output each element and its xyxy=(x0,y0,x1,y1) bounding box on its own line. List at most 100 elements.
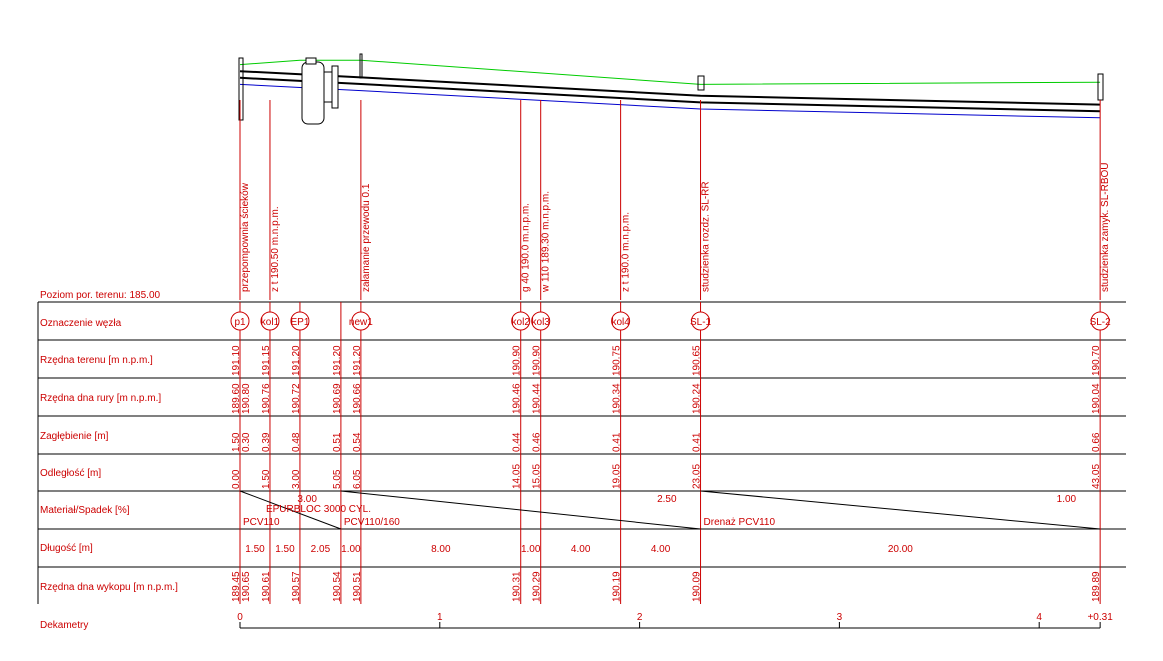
trench-value: 189.89 xyxy=(1091,571,1102,602)
node-description: studzienka zamyk. SL-RBOU xyxy=(1100,163,1111,293)
pipe-top-line xyxy=(239,70,1101,106)
terrain-value: 190.70 xyxy=(1091,345,1102,376)
length-value: 1.00 xyxy=(521,544,541,555)
material-name: Drenaż PCV110 xyxy=(704,517,776,528)
row-label: Rzędna terenu [m n.p.m.] xyxy=(40,355,153,366)
slope-diagonal xyxy=(700,490,1101,530)
node-description: studzienka rozdz. SL-RR xyxy=(701,181,712,292)
material-extra: EPURBLOC 3000 CYL. xyxy=(266,504,371,515)
depth-value: 0.46 xyxy=(532,432,543,452)
node-description: g 40 190.0 m.n.p.m. xyxy=(521,203,532,292)
invert-value: 190.04 xyxy=(1091,383,1102,414)
slope-value: 3.00 xyxy=(297,494,317,505)
terrain-value: 191.20 xyxy=(352,345,363,376)
terrain-value: 191.10 xyxy=(231,345,242,376)
invert-value: 190.44 xyxy=(532,383,543,414)
depth-value: 0.51 xyxy=(332,432,343,452)
node-id: SL-2 xyxy=(1090,317,1112,328)
row-label: Dekametry xyxy=(40,620,88,631)
trench-value: 190.65 xyxy=(241,571,252,602)
row-label: Rzędna dna rury [m n.p.m.] xyxy=(40,393,161,404)
length-value: 4.00 xyxy=(571,544,591,555)
node-id: kol4 xyxy=(611,317,630,328)
node-id: kol3 xyxy=(532,317,551,328)
invert-value: 190.34 xyxy=(612,383,623,414)
node-id: EP1 xyxy=(290,317,309,328)
trench-value: 190.19 xyxy=(612,571,623,602)
node-marker xyxy=(611,311,631,331)
dekametry-label: 4 xyxy=(1036,612,1042,623)
node-marker xyxy=(511,311,531,331)
node-marker xyxy=(691,311,711,331)
node-id: SL-1 xyxy=(690,317,712,328)
profile-drawing xyxy=(238,53,1104,125)
terrain-value: 191.20 xyxy=(291,345,302,376)
row-label: Materiał/Spadek [%] xyxy=(40,505,130,516)
dekametry-label: 1 xyxy=(437,612,443,623)
length-value: 1.50 xyxy=(275,544,295,555)
depth-value: 0.54 xyxy=(352,432,363,452)
distance-value: 43.05 xyxy=(1091,464,1102,489)
trench-value: 190.29 xyxy=(532,571,543,602)
node-marker xyxy=(260,311,280,331)
trench-line xyxy=(239,83,1101,119)
node-description: z t 190.50 m.n.p.m. xyxy=(270,206,281,292)
node-marker xyxy=(1090,311,1110,331)
trench-value: 190.61 xyxy=(261,571,272,602)
node-description: w 110 189.30 m.n.p.m. xyxy=(541,191,552,293)
node-id: p1 xyxy=(234,317,246,328)
length-value: 8.00 xyxy=(431,544,451,555)
dekametry-label: 3 xyxy=(837,612,843,623)
terrain-value: 191.15 xyxy=(261,345,272,376)
depth-value: 0.30 xyxy=(241,432,252,452)
invert-value: 190.72 xyxy=(291,383,302,414)
distance-value: 19.05 xyxy=(612,464,623,489)
dekametry-label: +0.31 xyxy=(1087,612,1113,623)
row-label: Odległość [m] xyxy=(40,468,101,479)
terrain-value: 190.75 xyxy=(612,345,623,376)
trench-value: 190.09 xyxy=(692,571,703,602)
node-description: przepompownia ścieków xyxy=(240,182,251,292)
length-value: 20.00 xyxy=(888,544,913,555)
terrain-value: 190.90 xyxy=(512,345,523,376)
distance-value: 3.00 xyxy=(291,469,302,489)
epurbloc-tank-symbol xyxy=(301,57,339,125)
trench-value: 190.51 xyxy=(352,571,363,602)
slope-value: 2.50 xyxy=(657,494,677,505)
distance-value: 15.05 xyxy=(532,464,543,489)
depth-value: 0.41 xyxy=(692,432,703,452)
node-marker xyxy=(351,311,371,331)
pipe-bottom-line xyxy=(239,76,1101,113)
node-marker xyxy=(531,311,551,331)
invert-value: 189.60 xyxy=(231,383,242,414)
slope-diagonal xyxy=(239,490,342,530)
distance-value: 5.05 xyxy=(332,469,343,489)
trench-value: 190.57 xyxy=(291,571,302,602)
terrain-line xyxy=(239,59,1101,85)
invert-value: 190.69 xyxy=(332,383,343,414)
node-description: załamanie przewodu 0.1 xyxy=(361,183,372,292)
depth-value: 0.48 xyxy=(291,432,302,452)
length-value: 1.50 xyxy=(245,544,265,555)
depth-value: 0.39 xyxy=(261,432,272,452)
terrain-value: 190.90 xyxy=(532,345,543,376)
node-id: kol1 xyxy=(261,317,280,328)
invert-value: 190.46 xyxy=(512,383,523,414)
distance-value: 1.50 xyxy=(261,469,272,489)
dekametry-label: 2 xyxy=(637,612,643,623)
terrain-level-label: Poziom por. terenu: 185.00 xyxy=(40,290,161,301)
distance-value: 6.05 xyxy=(352,469,363,489)
row-label: Zagłębienie [m] xyxy=(40,431,109,442)
node-id: new1 xyxy=(349,317,373,328)
slope-diagonal xyxy=(340,490,701,530)
distance-value: 23.05 xyxy=(692,464,703,489)
depth-value: 0.41 xyxy=(612,432,623,452)
node-marker xyxy=(290,311,310,331)
terrain-value: 190.65 xyxy=(692,345,703,376)
